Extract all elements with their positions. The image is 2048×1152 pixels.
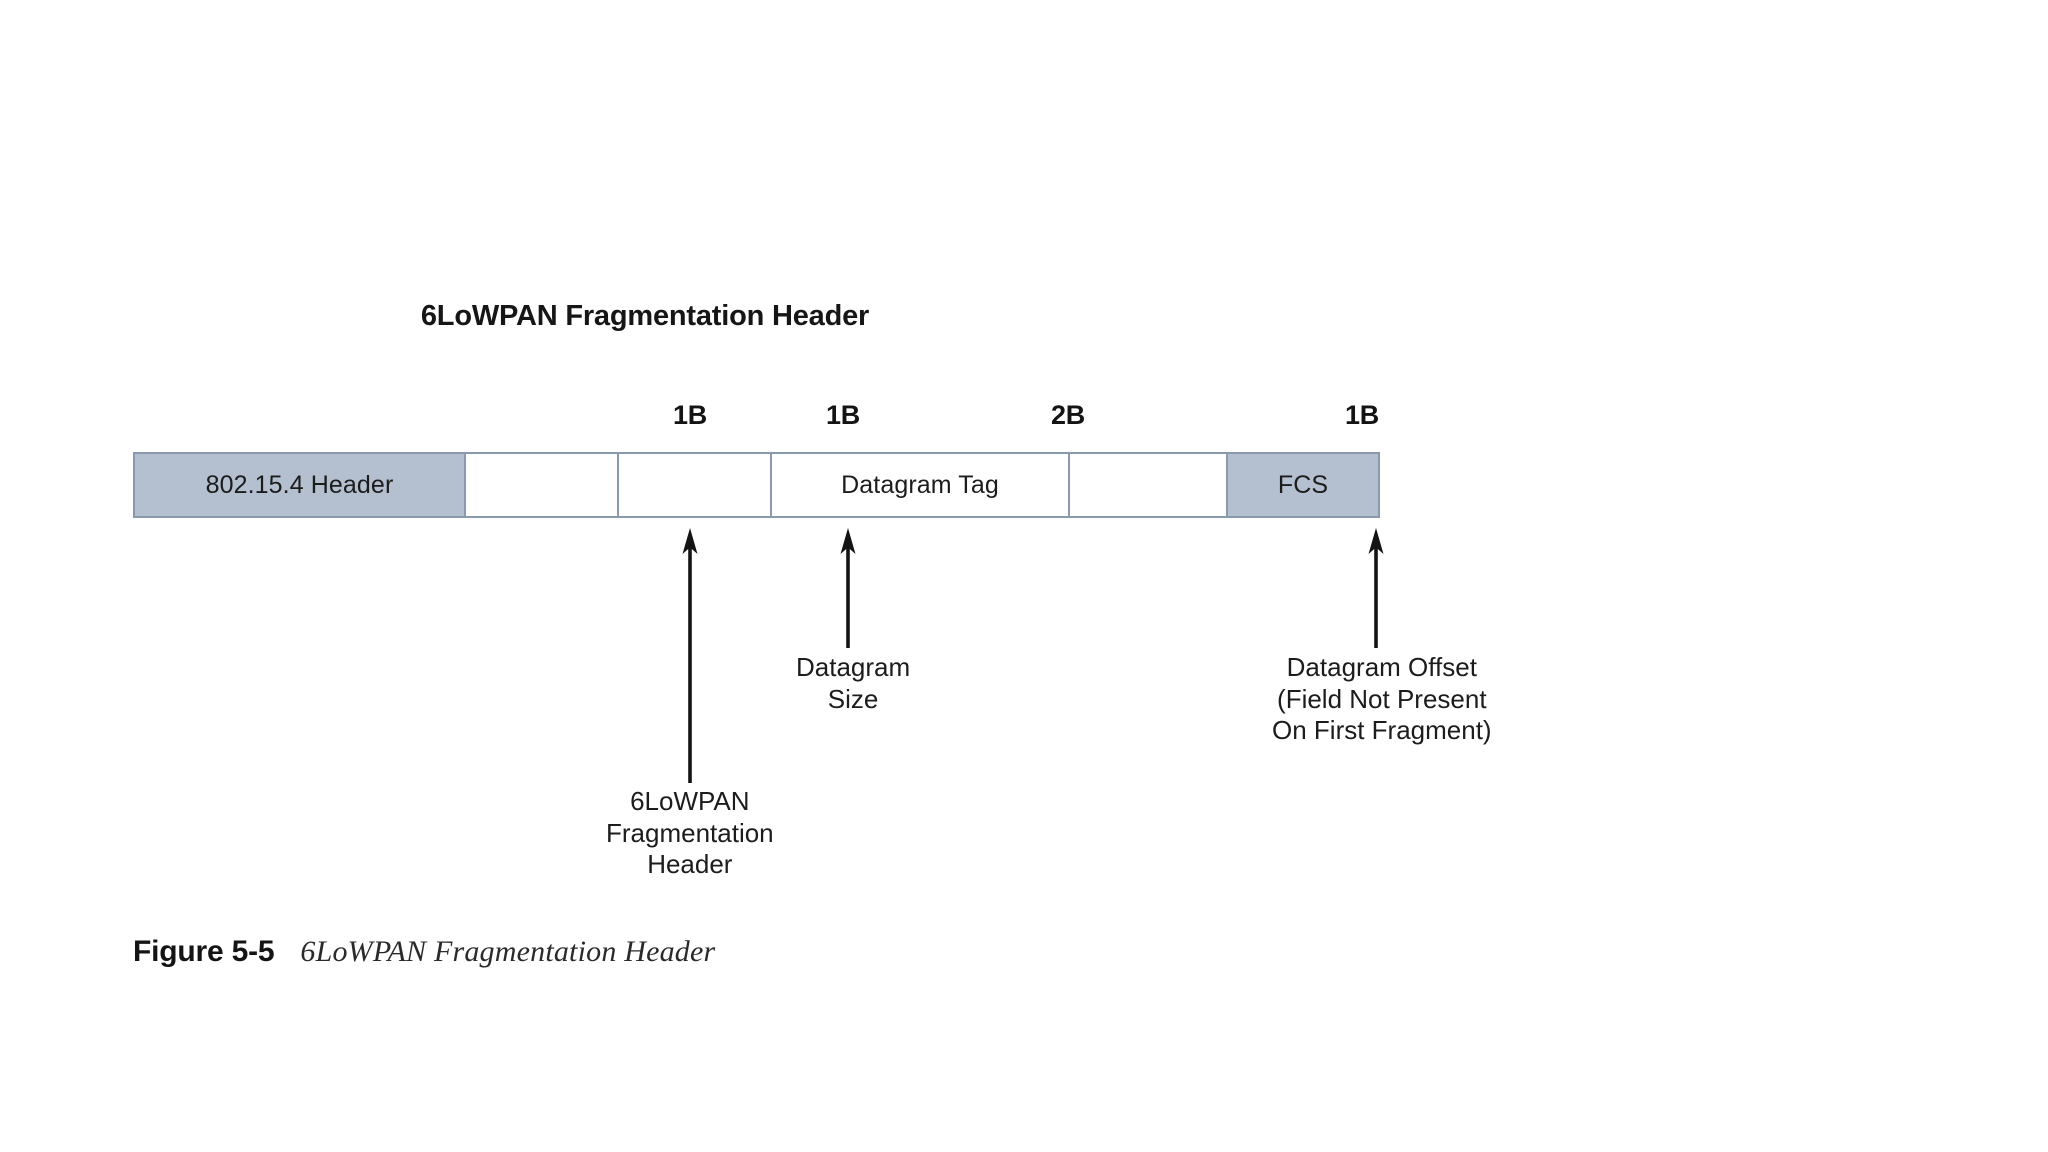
callout-line: Fragmentation	[606, 817, 774, 848]
field-datagram-size	[619, 454, 772, 516]
callout-line: (Field Not Present	[1277, 683, 1487, 714]
size-label-dispatch: 1B	[673, 400, 707, 430]
field-datagram-offset	[1070, 454, 1228, 516]
pointer-arrow-up-icon	[1361, 528, 1391, 648]
callout-line: Datagram Offset	[1286, 652, 1477, 682]
figure-caption-text: 6LoWPAN Fragmentation Header	[300, 935, 716, 968]
callout-line: Datagram	[796, 652, 911, 682]
pointer-arrow-up-icon	[833, 528, 863, 648]
field-802-15-4-header: 802.15.4 Header	[135, 454, 466, 516]
callout-line: 6LoWPAN	[630, 786, 750, 816]
field-fcs: FCS	[1228, 454, 1378, 516]
callout-line: Size	[827, 683, 879, 714]
size-label-datagram-tag: 2B	[1051, 400, 1085, 430]
figure-caption: Figure 5-5 6LoWPAN Fragmentation Header	[133, 935, 715, 969]
figure-caption-number: Figure 5-5	[133, 935, 275, 968]
size-label-datagram-offset: 1B	[1345, 400, 1379, 430]
callout-line: On First Fragment)	[1272, 715, 1492, 746]
size-label-datagram-size: 1B	[826, 400, 860, 430]
field-dispatch	[466, 454, 619, 516]
packet-field-bar: 802.15.4 Header Datagram Tag FCS	[133, 452, 1380, 518]
pointer-arrow-up-icon	[675, 528, 705, 783]
callout-line: Header	[647, 849, 733, 880]
diagram-title: 6LoWPAN Fragmentation Header	[420, 300, 870, 332]
field-datagram-tag: Datagram Tag	[772, 454, 1070, 516]
